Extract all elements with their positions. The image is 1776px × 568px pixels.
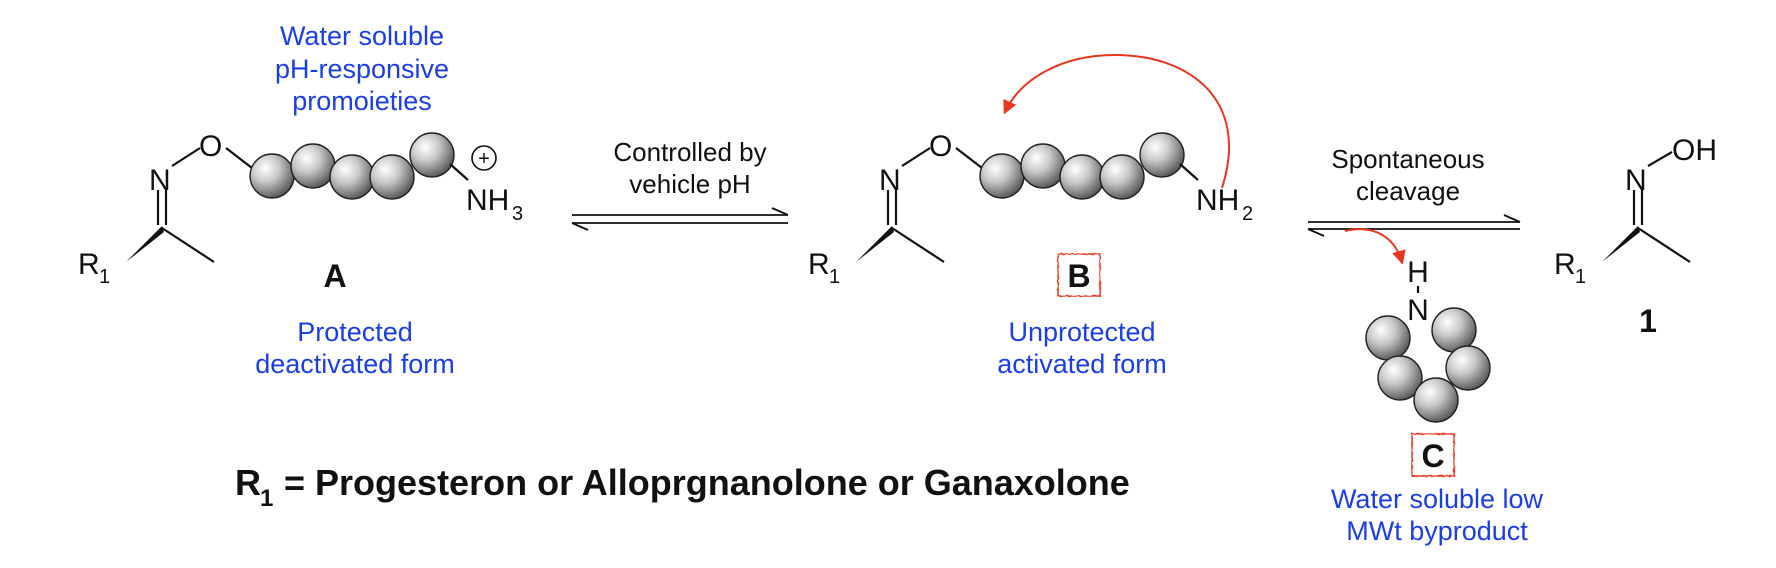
promoiety-bead — [249, 153, 295, 199]
oxygen-a: O — [199, 130, 222, 163]
reverse-arrow-head-2 — [1307, 228, 1325, 237]
compound-a-desc-line-1: Protected — [297, 317, 413, 347]
ring-bead — [1377, 355, 1423, 401]
ring-bead — [1365, 315, 1411, 361]
step-2-condition-line-1: Spontaneous — [1331, 144, 1484, 174]
r-group-a-sub: 1 — [99, 266, 110, 288]
equilibrium-arrow-2: Spontaneous cleavage — [1307, 144, 1521, 265]
ring-bead — [1445, 345, 1491, 391]
promoiety-bead — [1059, 154, 1105, 200]
compound-c-label: C — [1421, 438, 1444, 474]
ammonium-a-sub: 3 — [512, 203, 523, 225]
reverse-arrow-head — [571, 222, 589, 231]
promoiety-bead — [329, 154, 375, 200]
compound-b-desc-line-2: activated form — [997, 349, 1167, 379]
oc-bond-b — [955, 147, 983, 169]
no-bond-b — [901, 147, 931, 167]
r1-definition-prefix: R — [235, 462, 261, 503]
methyl-bond-a — [161, 227, 215, 263]
step-2-condition-line-2: cleavage — [1356, 176, 1460, 206]
positive-charge-icon — [471, 145, 497, 171]
compound-1-label: 1 — [1639, 303, 1657, 339]
compound-b: N O R 1 NH 2 B Unprotected activated for… — [808, 53, 1253, 379]
promoiety-bead — [290, 143, 336, 189]
compound-a-label: A — [323, 258, 346, 294]
hydrogen-c: H — [1407, 256, 1429, 289]
compound-a-note-line-2: pH-responsive — [275, 54, 449, 84]
promoiety-bead — [979, 153, 1025, 199]
step-1-condition-line-1: Controlled by — [613, 137, 766, 167]
compound-a-note-line-1: Water soluble — [280, 21, 444, 51]
nitrogen-1: N — [1625, 164, 1647, 197]
r1-definition: R 1 = Progesteron or Alloprgnanolone or … — [235, 462, 1130, 512]
wedge-bond-a — [126, 226, 164, 262]
ring-bead — [1413, 377, 1459, 423]
forward-arrow-head — [771, 207, 789, 216]
amine-b: NH — [1196, 184, 1239, 217]
nitrogen-c: N — [1407, 294, 1429, 327]
compound-a-desc-line-2: deactivated form — [255, 349, 455, 379]
compound-c-desc-line-1: Water soluble low — [1331, 484, 1544, 514]
no-bond-1 — [1647, 151, 1673, 167]
compound-c: H N C Water soluble low MWt byproduct — [1331, 256, 1544, 546]
r-group-b: R — [808, 248, 830, 281]
promoiety-bead — [1099, 154, 1145, 200]
nitrogen-a: N — [149, 164, 171, 197]
compound-b-label: B — [1067, 258, 1090, 294]
wedge-bond-b — [856, 226, 894, 262]
equilibrium-arrow-1: Controlled by vehicle pH — [571, 137, 789, 231]
promoiety-bead — [1139, 132, 1185, 178]
label-c-box — [1411, 433, 1455, 477]
nitrogen-b: N — [879, 164, 901, 197]
compound-a-note-line-3: promoieties — [292, 86, 432, 116]
hydroxyl-1: OH — [1672, 134, 1717, 167]
methyl-bond-b — [891, 227, 945, 263]
r-group-1: R — [1554, 248, 1576, 281]
no-bond-a — [171, 147, 201, 167]
wedge-bond-1 — [1602, 226, 1640, 262]
label-b-box — [1057, 253, 1101, 297]
promoiety-bead — [1020, 143, 1066, 189]
ammonium-a: NH — [466, 184, 509, 217]
methyl-bond-1 — [1637, 227, 1691, 263]
promoiety-bead — [409, 132, 455, 178]
oc-bond-a — [225, 147, 253, 169]
forward-arrow-head-2 — [1503, 214, 1521, 223]
step-1-condition-line-2: vehicle pH — [629, 169, 750, 199]
promoiety-bead — [369, 154, 415, 200]
release-arrow — [1344, 228, 1406, 265]
r1-definition-sub: 1 — [260, 485, 273, 512]
compound-b-desc-line-1: Unprotected — [1008, 317, 1155, 347]
cn-bond-amine-a — [449, 163, 469, 181]
r-group-1-sub: 1 — [1575, 266, 1586, 288]
charge-sign-a: + — [478, 148, 490, 170]
compound-a: Water soluble pH-responsive promoieties … — [78, 21, 523, 379]
cn-bond-amine-b — [1179, 163, 1199, 181]
oxygen-b: O — [929, 130, 952, 163]
amine-b-sub: 2 — [1242, 203, 1253, 225]
compound-1: N OH R 1 1 — [1554, 134, 1717, 339]
r1-definition-text: = Progesteron or Alloprgnanolone or Gana… — [274, 462, 1130, 503]
nucleophilic-attack-arrow — [1003, 53, 1230, 189]
compound-c-desc-line-2: MWt byproduct — [1346, 516, 1528, 546]
r-group-b-sub: 1 — [829, 266, 840, 288]
r-group-a: R — [78, 248, 100, 281]
